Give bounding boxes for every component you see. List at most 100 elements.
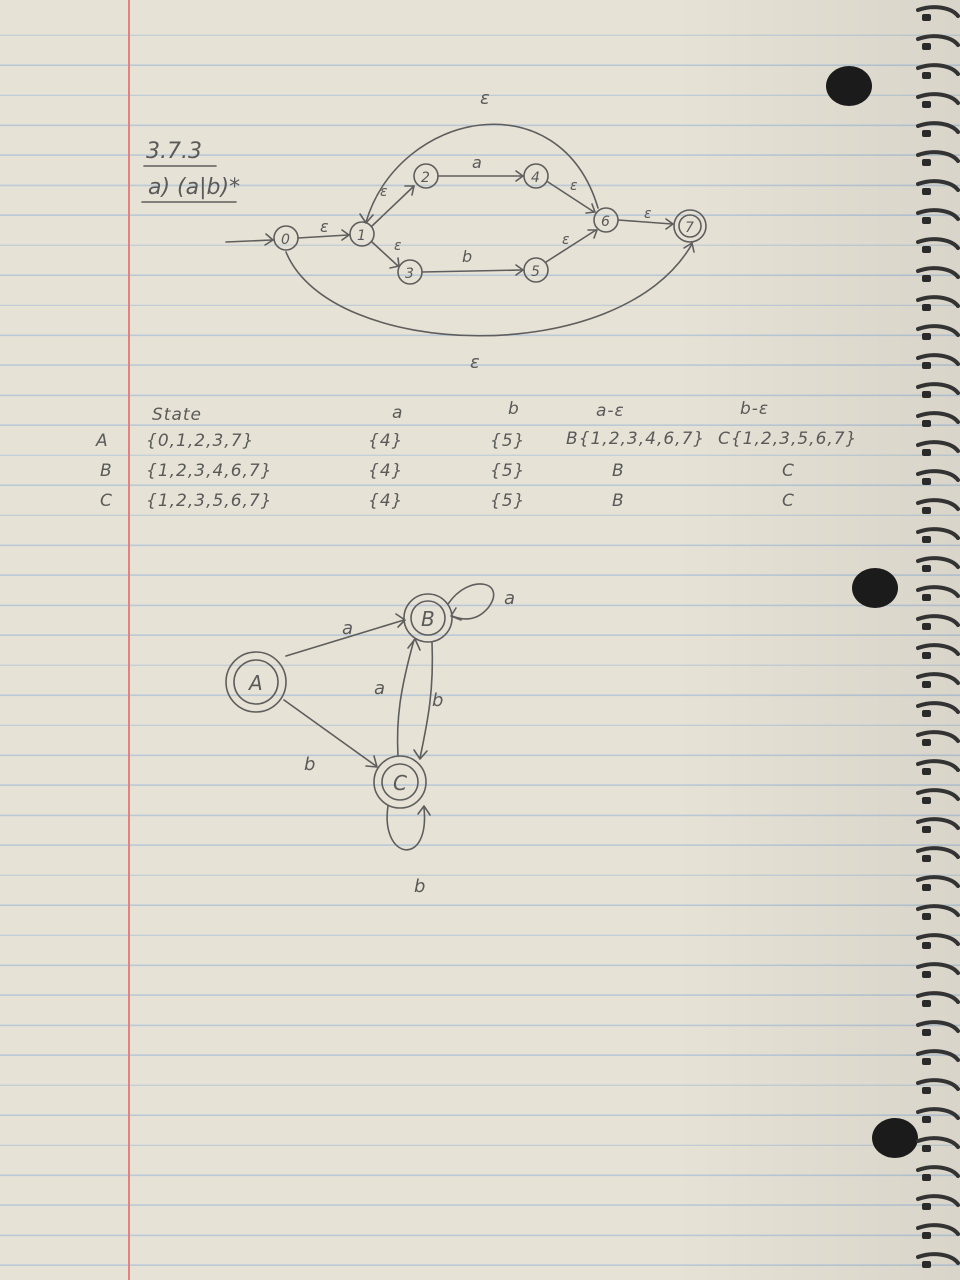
nfa-state-0-label: 0 xyxy=(281,232,290,248)
table-header-state: State xyxy=(152,405,202,425)
spiral-coil xyxy=(916,672,960,685)
spiral-coil xyxy=(916,440,960,453)
spiral-hole xyxy=(922,942,931,949)
spiral-hole xyxy=(922,507,931,514)
nfa-state-7-outer xyxy=(673,209,707,243)
spiral-coil xyxy=(916,904,960,917)
spiral-hole xyxy=(922,14,931,21)
dfa-label-c-to-b: a xyxy=(374,678,385,699)
spiral-hole xyxy=(922,188,931,195)
dfa-state-c-inner xyxy=(381,763,419,801)
spiral-coil xyxy=(916,121,960,134)
spiral-hole xyxy=(922,681,931,688)
dfa-state-a-outer xyxy=(225,651,287,713)
dfa-edge-c-to-b xyxy=(396,639,415,757)
dfa-label-loop-b: a xyxy=(504,588,515,609)
spiral-coil xyxy=(916,1049,960,1062)
nfa-state-5-label: 5 xyxy=(531,264,540,280)
spiral-hole xyxy=(922,971,931,978)
nfa-label-eps-0-1: ε xyxy=(320,217,329,236)
table-row-c-state: {1,2,3,5,6,7} xyxy=(146,491,273,511)
spiral-hole xyxy=(922,1232,931,1239)
spiral-coil xyxy=(916,585,960,598)
spiral-hole xyxy=(922,1029,931,1036)
nfa-label-eps-5-6: ε xyxy=(562,232,570,248)
spiral-coil xyxy=(916,527,960,540)
spiral-hole xyxy=(922,652,931,659)
section-number: 3.7.3 xyxy=(146,139,202,164)
spiral-coil xyxy=(916,788,960,801)
subset-table: State a b a-ε b-ε A {0,1,2,3,7} {4} {5} … xyxy=(95,399,857,511)
spiral-hole xyxy=(922,275,931,282)
spiral-coil xyxy=(916,556,960,569)
dfa-label-loop-c: b xyxy=(414,876,425,897)
spiral-coil xyxy=(916,643,960,656)
spiral-hole xyxy=(922,768,931,775)
table-row-a-a: {4} xyxy=(368,431,403,451)
nfa-state-3-label: 3 xyxy=(405,266,414,282)
nfa-label-eps-4-6: ε xyxy=(570,178,578,194)
table-row-c-b-eps: C xyxy=(782,491,795,511)
nfa-label-b: b xyxy=(462,247,472,266)
binder-hole-middle xyxy=(852,568,898,608)
spiral-coil xyxy=(916,875,960,888)
table-row-c-b: {5} xyxy=(490,491,525,511)
dfa-loop-b xyxy=(447,583,495,620)
dfa-state-b-inner xyxy=(410,600,446,636)
table-header-b-eps: b-ε xyxy=(740,399,769,419)
spiral-coil xyxy=(916,614,960,627)
spiral-hole xyxy=(922,101,931,108)
spiral-coil xyxy=(916,1020,960,1033)
spiral-coil xyxy=(916,846,960,859)
nfa-label-eps-1-3: ε xyxy=(394,238,402,254)
table-header-a: a xyxy=(392,403,403,423)
nfa-state-7-label: 7 xyxy=(685,220,694,236)
spiral-coil xyxy=(916,150,960,163)
spiral-coil xyxy=(916,817,960,830)
nfa-state-4 xyxy=(523,163,549,189)
dfa-loop-c xyxy=(386,805,426,851)
nfa-state-2-label: 2 xyxy=(421,170,430,186)
spiral-hole xyxy=(922,1203,931,1210)
table-header-a-eps: a-ε xyxy=(596,401,625,421)
table-row-a-a-eps: B{1,2,3,4,6,7} xyxy=(566,429,705,449)
spiral-hole xyxy=(922,536,931,543)
table-row-b-name: B xyxy=(100,461,113,481)
nfa-state-4-label: 4 xyxy=(531,170,540,186)
spiral-hole xyxy=(922,1174,931,1181)
spiral-coil xyxy=(916,353,960,366)
dfa-state-c-label: C xyxy=(393,771,407,795)
spiral-coil xyxy=(916,469,960,482)
spiral-coil xyxy=(916,208,960,221)
dfa-diagram: A B C a a a b b b xyxy=(225,583,515,897)
spiral-hole xyxy=(922,855,931,862)
spiral-coil xyxy=(916,382,960,395)
nfa-label-eps-6-7: ε xyxy=(644,206,652,222)
spiral-coil xyxy=(916,1194,960,1207)
nfa-label-eps-bottom: ε xyxy=(470,352,480,373)
spiral-coils xyxy=(916,5,960,1268)
spiral-hole xyxy=(922,1116,931,1123)
dfa-edge-b-to-c xyxy=(419,641,434,759)
nfa-label-eps-top: ε xyxy=(480,88,490,109)
dfa-label-a-to-b: a xyxy=(342,618,353,639)
spiral-hole xyxy=(922,710,931,717)
spiral-coil xyxy=(916,1223,960,1236)
spiral-coil xyxy=(916,92,960,105)
table-row-b-state: {1,2,3,4,6,7} xyxy=(146,461,273,481)
dfa-state-a-inner xyxy=(233,659,279,705)
dfa-edge-a-to-b xyxy=(285,619,405,657)
table-row-a-b-eps: C{1,2,3,5,6,7} xyxy=(718,429,857,449)
table-row-c-name: C xyxy=(100,491,113,511)
nfa-diagram: 0 1 2 3 4 5 6 7 xyxy=(225,88,707,373)
spiral-hole xyxy=(922,1261,931,1268)
nfa-state-7-inner xyxy=(678,214,702,238)
dfa-state-b-outer xyxy=(403,593,453,643)
spiral-hole xyxy=(922,391,931,398)
nfa-label-a: a xyxy=(472,153,482,172)
spiral-hole xyxy=(922,565,931,572)
spiral-hole xyxy=(922,420,931,427)
spiral-hole xyxy=(922,797,931,804)
